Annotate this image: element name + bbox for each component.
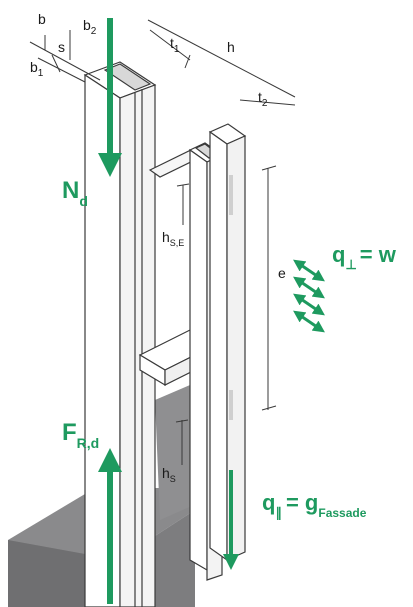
load-arrows [98,18,325,604]
right-column [208,123,247,562]
load-label-qpar: q∥= gFassade [262,490,367,521]
dim-label-hs: hS [162,465,176,484]
dim-label-hse: hS,E [162,229,184,248]
load-label-frd: FR,d [62,419,99,451]
dim-label-t2: t2 [258,89,268,109]
dim-label-s: s [58,39,65,55]
dim-label-t1: t1 [170,35,180,55]
main-column [83,61,157,607]
load-label-nd: Nd [62,177,88,209]
dim-label-b1: b1 [30,59,44,79]
dim-label-e: e [278,265,286,281]
dim-label-h: h [227,39,235,55]
dim-label-b: b [38,11,46,27]
load-label-qperp: q⊥= w [332,242,397,272]
dimension-lines [29,19,296,465]
dim-label-b2: b2 [83,17,97,37]
